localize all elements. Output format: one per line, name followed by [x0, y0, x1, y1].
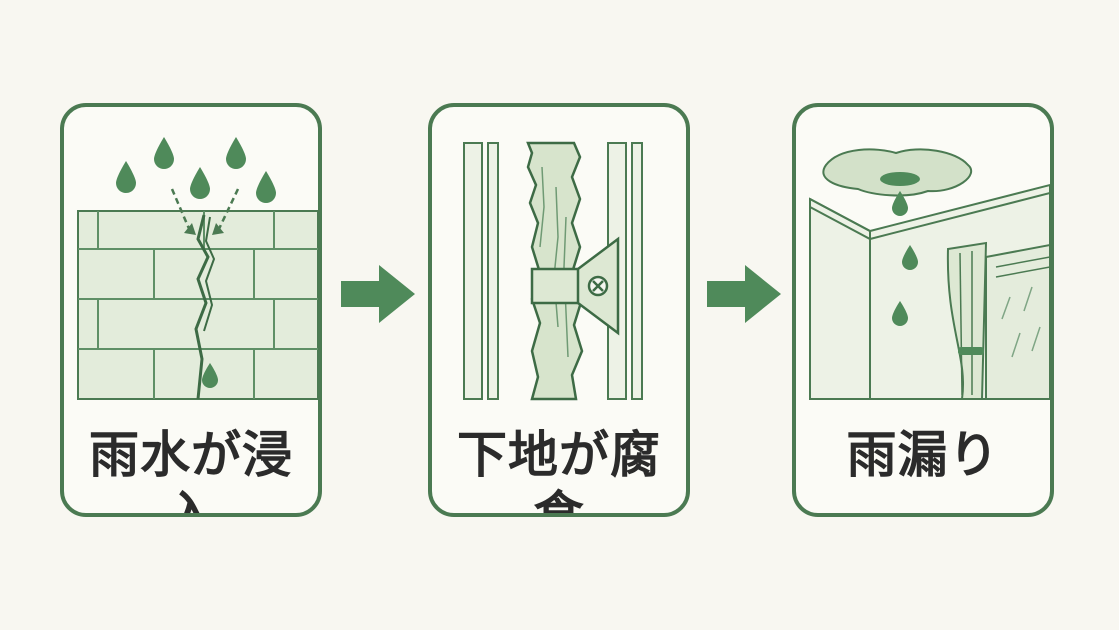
room-leak-illustration [809, 148, 1050, 400]
step-panel-roof-leak: 雨漏り [792, 103, 1054, 517]
step-panel-substrate-corrosion: 下地が腐食 [428, 103, 690, 517]
step-label: 雨水が浸入 [89, 426, 293, 517]
cracked-wall-illustration [77, 137, 318, 400]
step-label: 雨漏り [846, 426, 1000, 484]
raindrop-icons [116, 137, 276, 388]
water-drop-icons [892, 191, 918, 326]
step-panel-rain-intrusion: 雨水が浸入 [60, 103, 322, 517]
step-label: 下地が腐食 [457, 426, 661, 517]
corroded-frame-illustration [463, 141, 643, 401]
arrow-right-icon [707, 265, 781, 327]
arrow-right-icon [341, 265, 415, 327]
